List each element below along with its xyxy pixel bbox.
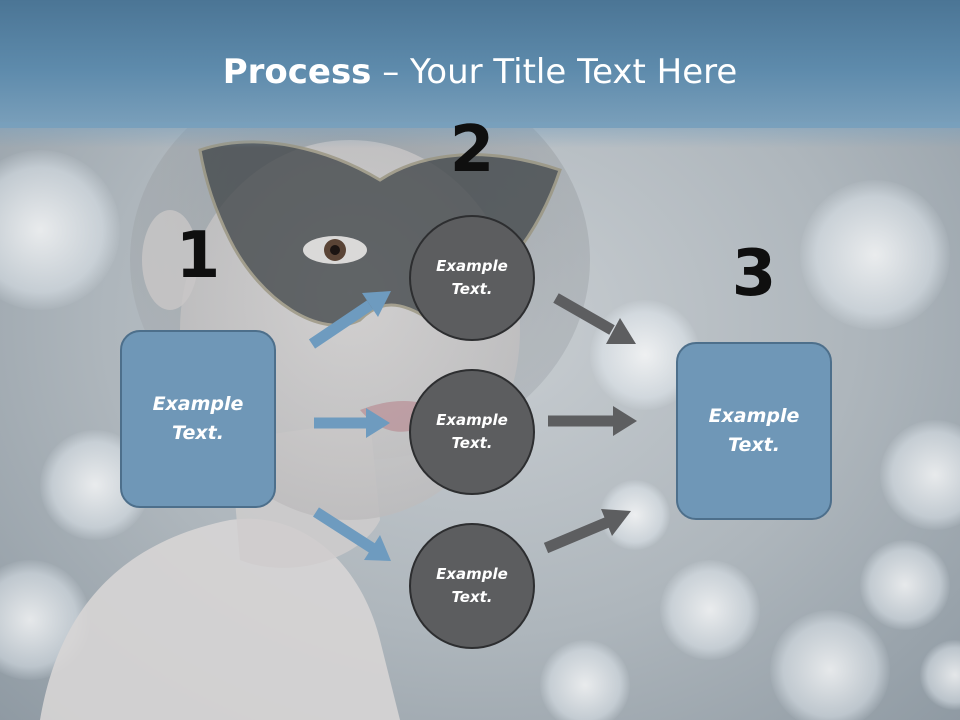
bokeh-light — [770, 610, 890, 720]
title-rest: – Your Title Text Here — [371, 52, 738, 92]
step-2-circle-middle: Example Text. — [409, 369, 535, 495]
step-2-circle-bottom: Example Text. — [409, 523, 535, 649]
arrow-middle-to-3 — [548, 406, 637, 436]
slide-title: Process – Your Title Text Here — [0, 52, 960, 92]
bokeh-light — [860, 540, 950, 630]
arrow-1-to-bottom — [313, 507, 391, 561]
arrow-top-to-3 — [553, 293, 636, 344]
step-2-circle-top: Example Text. — [409, 215, 535, 341]
circle-middle-text: Example Text. — [436, 411, 508, 452]
bokeh-light — [800, 180, 950, 330]
step-number-3: 3 — [731, 237, 777, 311]
title-bar — [0, 0, 960, 128]
bokeh-light — [660, 560, 760, 660]
arrow-1-to-middle — [314, 408, 390, 438]
bokeh-light — [880, 420, 960, 530]
title-bar-fade — [0, 122, 960, 148]
title-bold: Process — [222, 52, 372, 92]
bokeh-light — [540, 640, 630, 720]
step-number-1: 1 — [175, 219, 221, 293]
circle-bottom-text: Example Text. — [436, 565, 508, 606]
step-1-box: Example Text. — [120, 330, 276, 508]
arrow-1-to-top — [308, 291, 391, 349]
step-3-text: Example Text. — [708, 405, 800, 456]
step-3-box: Example Text. — [676, 342, 832, 520]
step-1-text: Example Text. — [152, 393, 244, 444]
step-number-2: 2 — [449, 113, 495, 187]
arrow-bottom-to-3 — [543, 509, 631, 554]
circle-top-text: Example Text. — [436, 257, 508, 298]
